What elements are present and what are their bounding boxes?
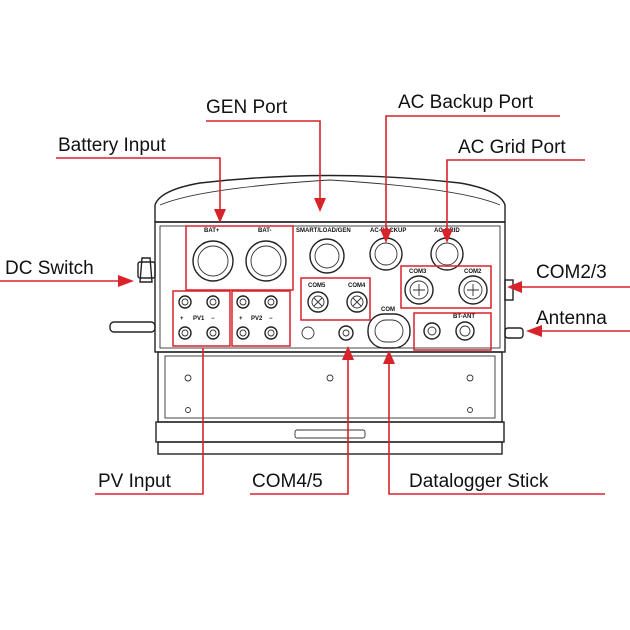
com4-label: COM4 — [348, 283, 366, 289]
com2-3-label: COM2/3 — [536, 262, 607, 283]
com-label: COM — [381, 307, 395, 313]
pv-input-label: PV Input — [98, 471, 172, 492]
dc-switch-label: DC Switch — [5, 258, 94, 279]
com2-3-box — [400, 265, 492, 309]
bt-ant-label: BT-ANT — [453, 314, 475, 320]
antenna-label: Antenna — [536, 308, 607, 329]
bat-neg-label: BAT- — [258, 228, 272, 234]
datalogger-stick-label: Datalogger Stick — [409, 471, 549, 492]
smart-load-gen-label: SMART/LOAD/GEN — [296, 228, 351, 234]
pv2-label: PV2 — [251, 316, 263, 322]
com4-5-box — [300, 277, 371, 321]
pv2-box — [231, 290, 291, 347]
inverter-drawing — [109, 174, 524, 455]
battery-input-label: Battery Input — [58, 135, 166, 156]
pv2-minus-label: − — [269, 316, 273, 322]
bat-pos-label: BAT+ — [204, 228, 220, 234]
callout-labels: GEN Port AC Backup Port Battery Input AC… — [5, 92, 607, 492]
pv1-minus-label: − — [211, 316, 215, 322]
com2-label: COM2 — [464, 269, 482, 275]
gen-port-label: GEN Port — [206, 97, 288, 118]
highlight-boxes — [172, 225, 492, 351]
pv2-plus-label: + — [239, 316, 243, 322]
com5-label: COM5 — [308, 283, 326, 289]
bt-ant-box — [413, 312, 492, 351]
pv1-label: PV1 — [193, 316, 205, 322]
ac-grid-port-label: AC Grid Port — [458, 137, 566, 158]
com3-label: COM3 — [409, 269, 427, 275]
pv1-plus-label: + — [180, 316, 184, 322]
battery-box — [185, 225, 294, 291]
callout-lines — [0, 115, 630, 495]
ac-backup-port-label: AC Backup Port — [398, 92, 534, 113]
com4-5-label: COM4/5 — [252, 471, 323, 492]
pv1-box — [172, 290, 231, 347]
